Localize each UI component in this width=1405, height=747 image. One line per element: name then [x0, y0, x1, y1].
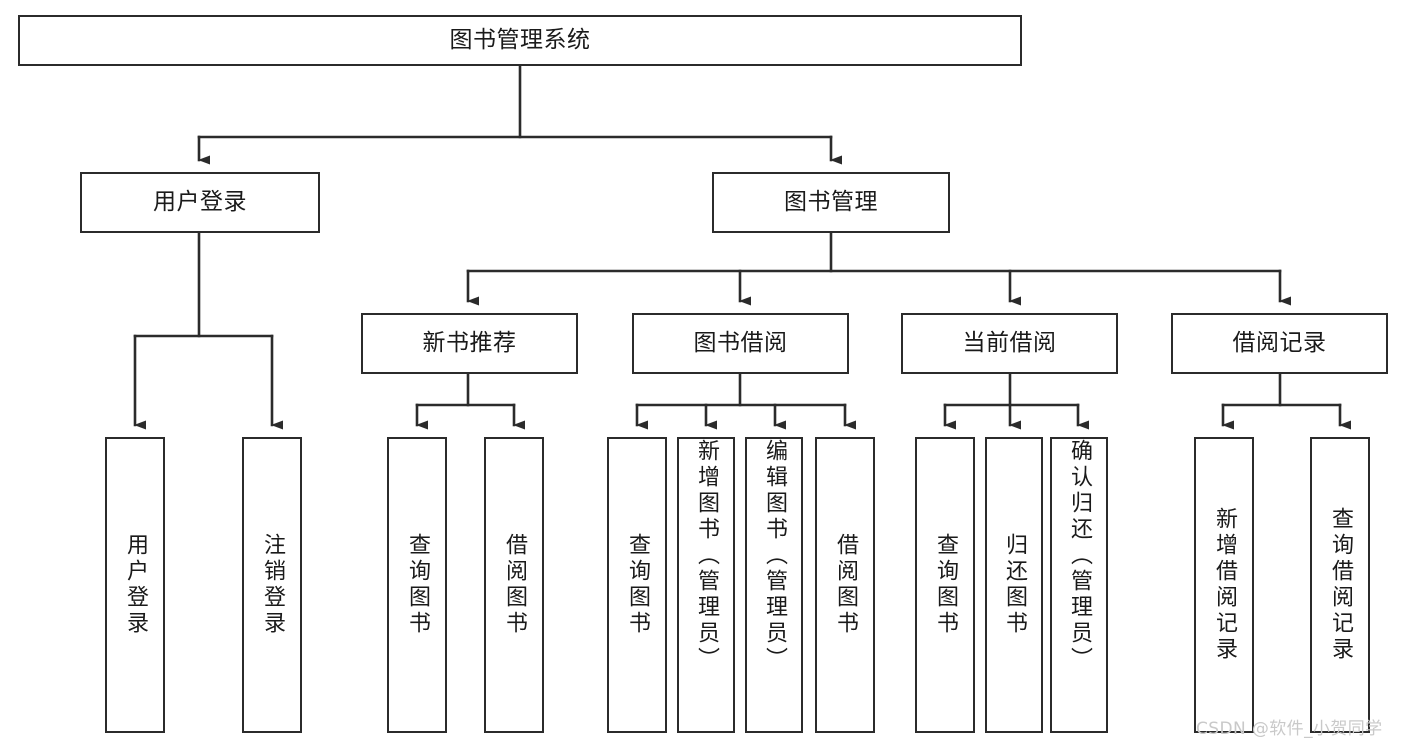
node-root-book-management-system[interactable]: 图书管理系统: [18, 15, 1022, 66]
node-borrowing-records[interactable]: 借阅记录: [1171, 313, 1388, 374]
leaf-borrow-borrow-book[interactable]: 借阅图书: [815, 437, 875, 733]
node-label: 图书管理: [784, 188, 878, 215]
leaf-current-return-book[interactable]: 归还图书: [985, 437, 1043, 733]
node-label: 查询借阅记录: [1328, 507, 1353, 663]
node-label: 图书管理系统: [449, 26, 591, 53]
node-label: 查询图书: [625, 533, 650, 637]
node-label: 用户登录: [153, 188, 247, 215]
node-label: 新增图书（管理员）: [694, 439, 719, 673]
node-book-management[interactable]: 图书管理: [712, 172, 950, 233]
node-label: 借阅记录: [1232, 329, 1327, 356]
node-label: 查询图书: [405, 533, 430, 637]
node-label: 借阅图书: [502, 533, 527, 637]
node-label: 新书推荐: [422, 329, 517, 356]
node-label: 用户登录: [123, 533, 148, 637]
node-label: 借阅图书: [833, 533, 858, 637]
node-label: 查询图书: [933, 533, 958, 637]
node-label: 注销登录: [260, 533, 285, 637]
leaf-current-confirm-return-admin[interactable]: 确认归还（管理员）: [1050, 437, 1108, 733]
leaf-recommend-borrow-book[interactable]: 借阅图书: [484, 437, 544, 733]
node-new-book-recommendation[interactable]: 新书推荐: [361, 313, 578, 374]
node-current-borrowing[interactable]: 当前借阅: [901, 313, 1118, 374]
leaf-borrow-query-book[interactable]: 查询图书: [607, 437, 667, 733]
leaf-user-login[interactable]: 用户登录: [105, 437, 165, 733]
node-label: 新增借阅记录: [1212, 507, 1237, 663]
node-label: 图书借阅: [693, 329, 788, 356]
leaf-borrow-add-book-admin[interactable]: 新增图书（管理员）: [677, 437, 735, 733]
leaf-current-query-book[interactable]: 查询图书: [915, 437, 975, 733]
leaf-user-logout[interactable]: 注销登录: [242, 437, 302, 733]
leaf-borrow-edit-book-admin[interactable]: 编辑图书（管理员）: [745, 437, 803, 733]
node-book-borrowing[interactable]: 图书借阅: [632, 313, 849, 374]
leaf-record-query-borrow-record[interactable]: 查询借阅记录: [1310, 437, 1370, 733]
node-label: 确认归还（管理员）: [1067, 439, 1092, 673]
node-label: 归还图书: [1002, 533, 1027, 637]
node-user-login[interactable]: 用户登录: [80, 172, 320, 233]
leaf-record-add-borrow-record[interactable]: 新增借阅记录: [1194, 437, 1254, 733]
node-label: 编辑图书（管理员）: [762, 439, 787, 673]
watermark-text: CSDN @软件_小贺同学: [1196, 719, 1383, 739]
node-label: 当前借阅: [962, 329, 1057, 356]
leaf-recommend-query-book[interactable]: 查询图书: [387, 437, 447, 733]
